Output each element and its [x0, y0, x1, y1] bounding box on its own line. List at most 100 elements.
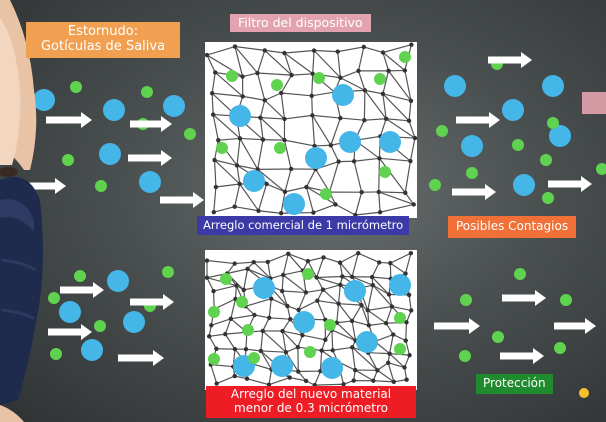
mesh-fiber	[259, 100, 266, 118]
mesh-node	[315, 298, 320, 303]
mesh-node	[389, 304, 395, 309]
mesh-node	[361, 44, 367, 50]
mesh-fiber	[247, 268, 271, 279]
mesh-node	[336, 159, 341, 164]
mesh-fiber	[387, 362, 395, 383]
mesh-fiber	[372, 276, 391, 280]
mesh-fiber	[281, 92, 312, 97]
mesh-fiber	[245, 298, 272, 307]
droplet-icon	[514, 268, 526, 280]
mesh-node	[338, 115, 343, 121]
droplet-icon	[459, 350, 471, 362]
mesh-fiber	[264, 99, 285, 120]
mesh-fiber	[264, 49, 292, 76]
droplet-icon	[50, 348, 62, 360]
mesh-fiber	[332, 346, 353, 351]
mesh-fiber	[389, 262, 406, 275]
mesh-fiber	[351, 304, 362, 322]
mesh-fiber	[298, 292, 307, 311]
droplet-icon	[305, 147, 327, 169]
droplet-icon	[356, 331, 378, 353]
droplet-icon	[492, 331, 504, 343]
mesh-node	[289, 72, 294, 78]
mesh-node	[282, 137, 287, 143]
arrow-icon	[581, 176, 592, 192]
droplet-icon	[313, 72, 325, 84]
mesh-node	[349, 274, 355, 279]
mesh-fiber	[246, 378, 270, 386]
arrow-icon	[153, 350, 164, 366]
mesh-fiber	[206, 45, 236, 56]
mesh-fiber	[209, 333, 226, 337]
droplet-icon	[321, 357, 343, 379]
mesh-fiber	[210, 364, 218, 384]
mesh-fiber	[378, 157, 406, 194]
mesh-node	[356, 68, 361, 74]
droplet-icon	[208, 306, 220, 318]
mesh-node	[336, 301, 341, 306]
arrow-icon	[502, 294, 536, 302]
mesh-node	[296, 369, 301, 374]
mesh-node	[279, 288, 285, 294]
droplet-icon	[141, 86, 153, 98]
mesh-node	[223, 331, 228, 337]
mesh-node	[330, 348, 335, 353]
mesh-node	[245, 266, 250, 272]
mesh-fiber	[254, 314, 270, 319]
droplet-icon	[332, 84, 354, 106]
droplet-icon	[103, 99, 125, 121]
mesh-node	[287, 375, 292, 380]
mesh-fiber	[331, 329, 356, 342]
mesh-node	[305, 258, 311, 264]
mesh-fiber	[305, 186, 314, 213]
mesh-fiber	[354, 369, 374, 382]
mesh-node	[310, 113, 315, 118]
mesh-node	[232, 204, 237, 209]
mesh-fiber	[313, 50, 341, 79]
mesh-fiber	[389, 353, 405, 368]
mesh-node	[262, 98, 267, 103]
mesh-fiber	[382, 93, 387, 119]
mesh-fiber	[236, 138, 241, 166]
mesh-node	[282, 189, 288, 195]
mesh-fiber	[245, 348, 261, 352]
mesh-node	[269, 296, 274, 301]
mesh-node	[295, 344, 301, 350]
mesh-fiber	[404, 192, 415, 205]
protection-label: Protección	[476, 374, 553, 394]
mesh-fiber	[313, 203, 336, 214]
mesh-fiber	[311, 115, 316, 147]
mesh-fiber	[267, 253, 289, 263]
mesh-node	[391, 332, 396, 337]
mesh-node	[411, 202, 416, 207]
mesh-node	[341, 382, 346, 387]
mesh-fiber	[354, 192, 363, 216]
mesh-node	[206, 334, 212, 339]
mesh-node	[402, 68, 408, 73]
mesh-fiber	[284, 114, 313, 120]
mesh-fiber	[281, 274, 284, 292]
droplet-icon	[248, 352, 260, 364]
mesh-node	[386, 292, 392, 297]
mesh-node	[328, 143, 334, 148]
mesh-node	[409, 308, 414, 313]
droplet-icon	[542, 75, 564, 97]
mesh-fiber	[351, 276, 374, 286]
mesh-fiber	[242, 72, 258, 78]
mesh-fiber	[212, 114, 219, 141]
mesh-fiber	[284, 186, 307, 193]
mesh-node	[403, 338, 408, 343]
droplet-icon	[374, 73, 386, 85]
arrow-icon	[489, 112, 500, 128]
mesh-node	[255, 70, 260, 76]
mesh-fiber	[404, 160, 411, 193]
droplet-icon	[560, 294, 572, 306]
mesh-fiber	[317, 300, 339, 305]
mesh-fiber	[257, 72, 292, 76]
mesh-node	[285, 303, 290, 309]
arrow-icon	[60, 286, 94, 294]
arrow-icon	[48, 328, 82, 336]
droplet-icon	[253, 277, 275, 299]
mesh-node	[388, 260, 393, 266]
arrow-icon	[485, 184, 496, 200]
